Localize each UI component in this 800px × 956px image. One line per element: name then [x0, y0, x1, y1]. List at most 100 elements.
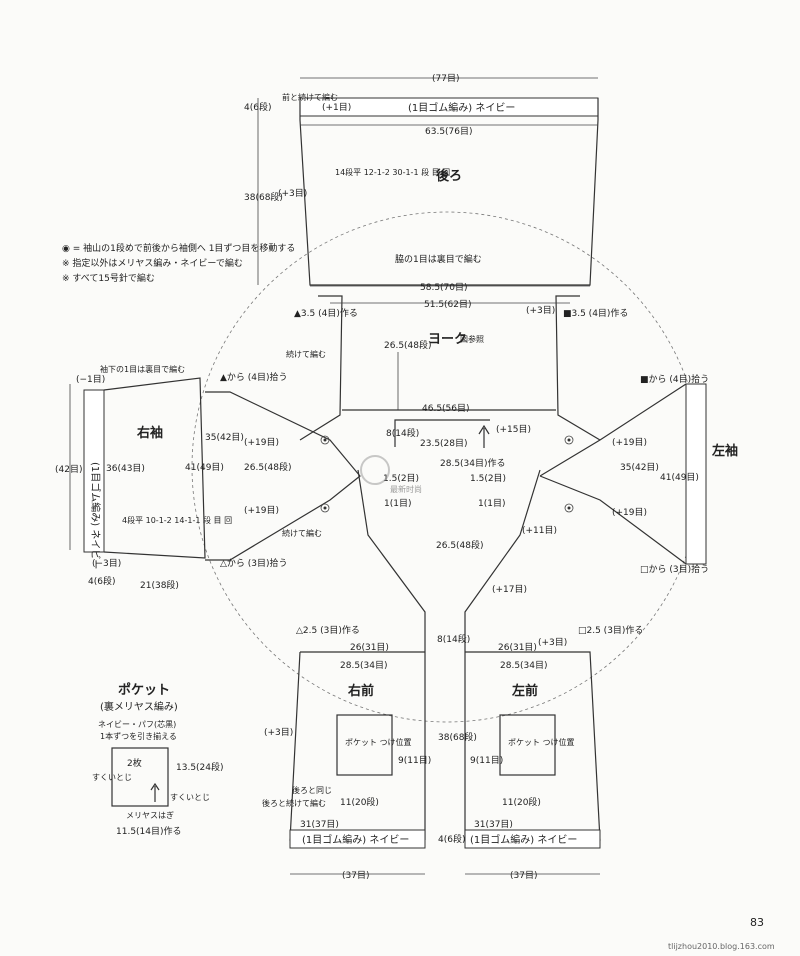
right-front-marker: △2.5 (3目)作る: [296, 624, 360, 636]
pocket-side1: すくいとじ: [92, 773, 132, 782]
pocket-note1: ネイビー・パフ(芯黒): [98, 719, 176, 729]
neck-area: 28.5(34目)作る 1.5(2目) 1.5(2目) 1(1目) 1(1目) …: [320, 435, 574, 840]
left-front-pocket: ポケット つけ位置: [508, 737, 575, 747]
right-sleeve-pickup-top: ▲から (4目)拾う: [220, 371, 288, 383]
back-band-label: (1目ゴム編み) ネイビー: [408, 101, 515, 114]
back-title: 後ろ: [436, 168, 462, 184]
back-inc-side: (+3目): [278, 188, 307, 199]
pocket-subtitle: (裏メリヤス編み): [100, 700, 178, 713]
right-front-pocket-b: 11(20段): [340, 796, 379, 808]
yoke-piece: 51.5(62目) ヨーク 図参照 26.5(48段) 46.5(56目) 23…: [294, 295, 628, 449]
pocket-title: ポケット: [118, 682, 170, 698]
left-sleeve-upper-width2: 41(49目): [660, 472, 699, 483]
neck-left-small: 1.5(2目): [383, 473, 419, 484]
right-front-width: 28.5(34目): [340, 660, 388, 671]
neck-left-one: 1(1目): [384, 498, 411, 509]
right-sleeve-dec-rule: 4段平 10-1-2 14-1-1 段 目 回: [122, 515, 232, 525]
right-front-same: 後ろと同じ: [292, 785, 332, 795]
right-sleeve-inc-top: (+19目): [244, 437, 279, 448]
back-height: 38(68段): [244, 191, 283, 203]
pocket-width: 11.5(14目)作る: [116, 825, 182, 837]
right-sleeve-upper-width: 35(42目): [205, 432, 244, 443]
right-sleeve-band: (1目ゴム編み) ネイビー: [89, 462, 102, 569]
back-continue: 前と続けて編む: [282, 92, 338, 102]
neck-right-one: 1(1目): [478, 498, 505, 509]
right-sleeve-cont-top: 続けて編む: [286, 349, 326, 359]
left-front-pocket-h: 9(11目): [470, 755, 503, 766]
right-front-inc: (+3目): [264, 727, 293, 738]
left-sleeve-pickup-top: ■から (4目)拾う: [640, 373, 709, 385]
yoke-right-marker: ■3.5 (4目)作る: [563, 307, 628, 319]
right-sleeve-cuff: 4(6段): [88, 575, 115, 587]
back-piece: (77目) (1目ゴム編み) ネイビー 63.5(76目) 後ろ 14段平 12…: [244, 73, 599, 293]
neck-front-height: 26.5(48段): [436, 539, 484, 551]
yoke-neck-depth: 8(14段): [386, 427, 419, 439]
back-bottom-note: 脇の1目は裏目で編む: [395, 253, 482, 265]
legend-item-3: ※ すべて15号針で編む: [62, 274, 155, 284]
left-sleeve-inc-bottom: (+19目): [612, 507, 647, 518]
left-front-bottom-width: 31(37目): [474, 819, 513, 830]
right-sleeve-mid: 26.5(48段): [244, 461, 292, 473]
neck-center-width: 28.5(34目)作る: [440, 457, 506, 469]
right-front-band: (1目ゴム編み) ネイビー: [302, 833, 409, 846]
right-sleeve-cont-bottom: 続けて編む: [282, 528, 322, 538]
right-sleeve-dec-bottom: (−3目): [92, 558, 121, 569]
left-sleeve-piece: 左袖 35(42目) 41(49目) (+19目) (+19目) ■から (4目…: [539, 373, 738, 575]
right-front-height: 38(68段): [438, 731, 477, 743]
pocket-piece: ポケット (裏メリヤス編み) ネイビー・パフ(芯黒) 1本ずつを引き揃える 2枚…: [92, 682, 224, 837]
left-sleeve-upper-width: 35(42目): [620, 462, 659, 473]
right-sleeve-pickup-bottom: △から (3目)拾う: [220, 557, 288, 569]
pocket-bottom: メリヤスはぎ: [126, 810, 174, 820]
left-sleeve-title: 左袖: [712, 443, 738, 459]
left-front-top-width: 26(31目): [498, 642, 537, 653]
yoke-top-width: 51.5(62目): [424, 299, 472, 310]
left-front-inc: (+3目): [538, 637, 567, 648]
yoke-left-marker: ▲3.5 (4目)作る: [294, 307, 358, 319]
back-dec-rule: 14段平 12-1-2 30-1-1 段 目 回: [335, 167, 450, 177]
back-inc-left: (+1目): [322, 102, 351, 113]
neck-front-depth: 8(14段): [437, 633, 470, 645]
right-front-top-width: 26(31目): [350, 642, 389, 653]
pocket-height: 13.5(24段): [176, 761, 224, 773]
right-sleeve-width-total: (42目): [55, 464, 82, 475]
right-front-pocket-h: 9(11目): [398, 755, 431, 766]
neck-inc-mid: (+11目): [522, 525, 557, 536]
right-sleeve-rows: 21(38段): [140, 579, 179, 591]
legend-item-2: ※ 指定以外はメリヤス編み・ネイビーで編む: [62, 259, 243, 269]
yoke-mid-width: 46.5(56目): [422, 403, 470, 414]
pocket-note2: 1本ずつを引き揃える: [100, 731, 177, 741]
right-sleeve-title: 右袖: [136, 425, 163, 441]
left-sleeve-inc-top: (+19目): [612, 437, 647, 448]
pocket-count: 2枚: [127, 757, 142, 769]
right-front-title: 右前: [347, 683, 374, 699]
right-front-pocket: ポケット つけ位置: [345, 737, 412, 747]
right-front-cont: 後ろと続けて編む: [262, 798, 326, 808]
legend: ◉ = 袖山の1段めで前後から袖側へ 1目ずつ目を移動する ※ 指定以外はメリヤ…: [62, 242, 295, 287]
yoke-title: ヨーク: [428, 332, 467, 347]
back-width: 63.5(76目): [425, 126, 473, 137]
right-front-bottom-width: 31(37目): [300, 819, 339, 830]
right-sleeve-dec-top: (−1目): [76, 374, 105, 385]
left-front-total: (37目): [510, 870, 537, 881]
pocket-side2: すくいとじ: [170, 793, 210, 802]
right-front-piece: 26(31目) 28.5(34目) 右前 △2.5 (3目)作る (+3目) ポ…: [262, 624, 477, 881]
left-front-marker: □2.5 (3目)作る: [578, 624, 643, 636]
page-number: 83: [750, 916, 764, 929]
neck-right-small: 1.5(2目): [470, 473, 506, 484]
yoke-neck-inc: (+15目): [496, 424, 531, 435]
back-bottom-width: 58.5(70目): [420, 282, 468, 293]
left-front-band: (1目ゴム編み) ネイビー: [470, 833, 577, 846]
yoke-neck-width: 23.5(28目): [420, 438, 468, 449]
right-sleeve-piece: 右袖 (1目ゴム編み) ネイビー 袖下の1目は裏目で編む (−1目) (−3目)…: [55, 349, 361, 591]
right-sleeve-length: 36(43目): [106, 463, 145, 474]
left-front-piece: 26(31目) 28.5(34目) 左前 □2.5 (3目)作る (+3目) ポ…: [464, 624, 643, 881]
yoke-height: 26.5(48段): [384, 339, 432, 351]
watermark: 最新时尚: [360, 455, 422, 494]
left-front-width: 28.5(34目): [500, 660, 548, 671]
right-front-band-h: 4(6段): [438, 833, 465, 845]
watermark-text: 最新时尚: [390, 484, 422, 494]
footer-url: tlijzhou2010.blog.163.com: [668, 942, 775, 951]
right-sleeve-top-note: 袖下の1目は裏目で編む: [100, 364, 185, 374]
yoke-inc-right: (+3目): [526, 305, 555, 316]
